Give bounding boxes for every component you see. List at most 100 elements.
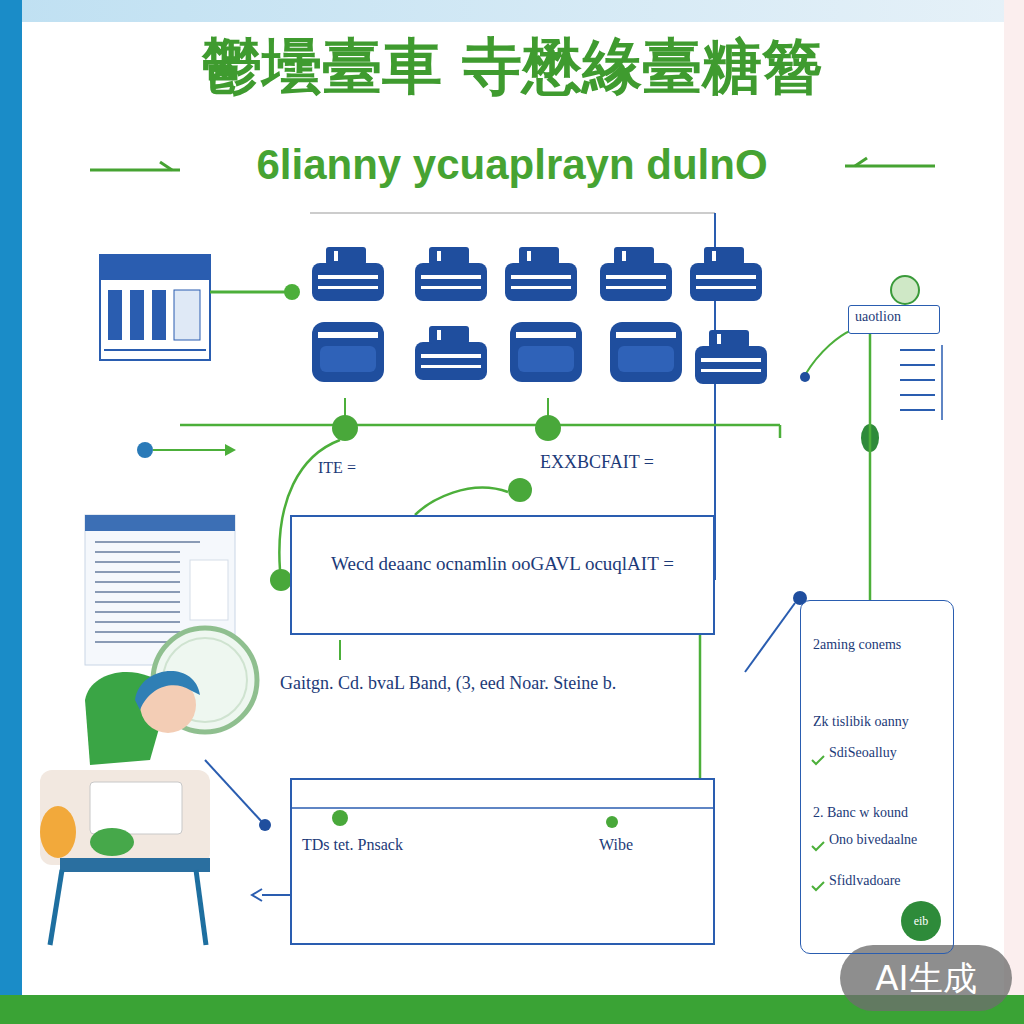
machine-picture — [174, 290, 200, 340]
watermark-pill: AI生成 — [840, 945, 1012, 1011]
process-box: Wecd deaanc ocnamlin ooGAVL ocuqlAIT = — [290, 515, 715, 635]
green-wire — [535, 415, 561, 441]
machine-icon — [415, 247, 487, 301]
green-wire — [415, 488, 508, 515]
check-mark — [812, 756, 824, 890]
bottom-arrow — [262, 894, 290, 896]
note-label: Gaitgn. Cd. bvaL Band, (3, eed Noar. Ste… — [280, 673, 616, 695]
note-label: ITE = — [318, 458, 356, 477]
bottom-arrow — [339, 640, 341, 660]
machine-icon — [415, 326, 487, 380]
subtitle-rule — [160, 162, 172, 170]
document-picture — [95, 581, 180, 583]
list-icon — [891, 276, 942, 420]
machine-picture — [100, 255, 210, 280]
person-picture — [60, 858, 210, 872]
list-icon — [900, 364, 935, 366]
green-wire — [137, 442, 153, 458]
green-wire — [332, 415, 358, 441]
panel-pointer — [745, 603, 795, 672]
process-box: TDs tet. Pnsack Wibe — [290, 778, 715, 945]
bottom-arrow — [332, 810, 348, 826]
machine-picture — [210, 291, 288, 294]
person-picture — [196, 870, 206, 945]
subtitle-rule — [855, 158, 867, 166]
person-picture — [135, 671, 200, 710]
node-item: Sfidlvadoare — [829, 873, 901, 890]
page-frame — [1004, 0, 1024, 1024]
node-item: Ono bivedaalne — [829, 832, 917, 849]
bottom-arrow — [606, 816, 618, 828]
document-picture — [95, 611, 180, 613]
check-mark — [812, 882, 824, 890]
green-wire — [805, 330, 852, 375]
person-picture — [205, 760, 262, 822]
document-picture — [95, 601, 180, 603]
list-panel: 2aming conems Zk tislibik oannySdiSeoallu… — [800, 600, 954, 954]
node-text: Wecd deaanc ocnamlin ooGAVL ocuqlAIT = — [331, 553, 674, 576]
person-picture — [90, 828, 134, 856]
status-circle: eib — [901, 901, 941, 941]
document-picture — [95, 541, 200, 543]
node-item: SdiSeoalluy — [829, 745, 897, 762]
machine-picture — [108, 290, 122, 340]
document-picture — [95, 571, 180, 573]
page-frame — [0, 0, 22, 1024]
machine-picture — [100, 255, 300, 360]
connector — [869, 334, 872, 600]
document-picture — [95, 551, 180, 553]
node-text: eib — [914, 914, 929, 928]
green-wire — [547, 398, 549, 416]
frame-lines — [292, 807, 713, 809]
bottom-arrow — [252, 640, 618, 901]
machine-icon — [510, 322, 582, 382]
frame-lines — [292, 213, 715, 808]
document-picture — [85, 515, 235, 531]
machine-picture — [130, 290, 144, 340]
machine-icon — [312, 247, 767, 384]
green-wire — [800, 372, 810, 382]
panel-pointer — [745, 591, 807, 672]
list-icon — [900, 394, 935, 396]
list-icon — [900, 349, 935, 351]
node-text: 2aming conems — [813, 637, 901, 654]
document-picture — [95, 631, 180, 633]
machine-icon — [505, 247, 577, 301]
person-picture — [90, 782, 182, 834]
list-icon — [941, 345, 943, 420]
connector — [699, 635, 702, 778]
machine-icon — [610, 322, 682, 382]
list-icon — [900, 379, 935, 381]
machine-icon — [600, 247, 672, 301]
document-picture — [95, 621, 180, 623]
person-picture — [50, 870, 62, 945]
machine-icon — [312, 247, 384, 301]
note-label: EXXBCFAIT = — [540, 452, 654, 474]
document-picture — [190, 560, 228, 620]
title-box: uaotlion — [848, 305, 940, 334]
node-item: Zk tislibik oanny — [813, 714, 909, 731]
machine-picture — [284, 284, 300, 300]
green-wire — [508, 478, 532, 502]
person-picture — [40, 628, 271, 945]
watermark: AI生成 — [840, 945, 1012, 1011]
machine-picture — [104, 349, 206, 351]
panel-pointer — [793, 591, 807, 605]
document-picture — [95, 561, 180, 563]
page-frame — [0, 0, 1024, 22]
list-icon — [891, 276, 919, 304]
node-item: Wibe — [599, 835, 633, 854]
machine-icon — [690, 247, 762, 301]
document-picture — [95, 591, 180, 593]
node-text: uaotlion — [855, 309, 901, 326]
page-frame — [22, 22, 1004, 995]
machine-picture — [152, 290, 166, 340]
machine-icon — [312, 322, 384, 382]
green-wire — [137, 330, 879, 591]
bottom-arrow — [252, 889, 262, 901]
green-wire — [270, 569, 292, 591]
person-picture — [40, 806, 76, 858]
node-text: TDs tet. Pnsack — [302, 835, 403, 854]
